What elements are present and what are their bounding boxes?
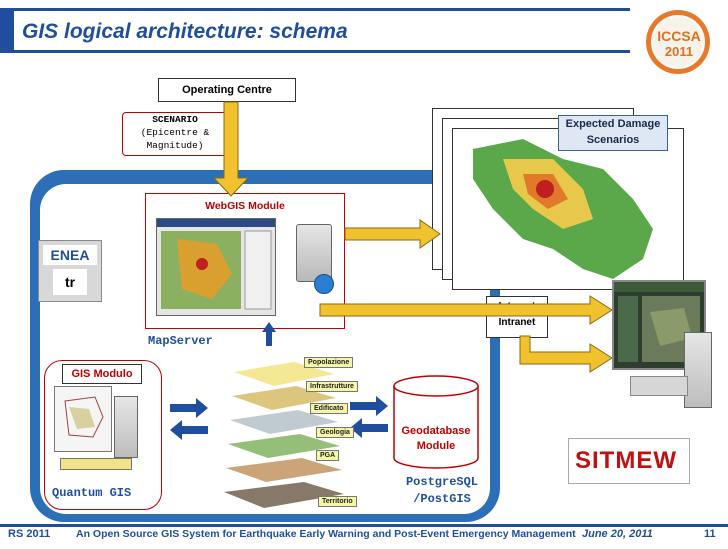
client-base <box>630 376 688 396</box>
server-icon <box>296 224 332 282</box>
geodatabase-cylinder: Geodatabase Module <box>392 374 480 470</box>
layer-infrastrutture: Infrastrutture <box>306 381 358 392</box>
arrow-up-mapserver <box>266 332 272 346</box>
arrow-down-operating <box>212 101 250 197</box>
iccsa-logo: ICCSA 2011 <box>630 6 720 80</box>
globe-icon <box>314 274 334 294</box>
logo-line2: 2011 <box>664 44 694 59</box>
arrow-left-db <box>350 418 388 438</box>
webgis-module-box: WebGIS Module <box>145 193 345 329</box>
arrow-left-layers <box>170 420 208 440</box>
keyboard-icon <box>60 458 132 470</box>
quantum-gis-label: Quantum GIS <box>52 486 132 500</box>
title-accent <box>0 10 14 50</box>
layer-pga: PGA <box>316 450 340 461</box>
scenario-line1: SCENARIO <box>152 114 198 125</box>
sitmew-logo: SITMEW <box>568 438 690 484</box>
layer-geologia: Geologia <box>316 427 354 438</box>
expected-damage-line2: Scenarios <box>586 134 640 146</box>
arrow-right-client2 <box>519 335 613 373</box>
logo-line1: ICCSA <box>657 28 701 44</box>
internet-line2: Intranet <box>498 317 536 328</box>
expected-damage-line1: Expected Damage <box>565 118 661 130</box>
webgis-module-label: WebGIS Module <box>205 200 285 212</box>
arrow-right-db <box>350 396 388 416</box>
operating-centre-box: Operating Centre <box>158 78 296 102</box>
arrow-right-client <box>319 295 613 325</box>
postgresql-label: PostgreSQL /PostGIS <box>392 474 492 508</box>
scenario-line3: Magnitude) <box>146 140 204 151</box>
client-tower-icon <box>684 332 712 408</box>
footer-date: June 20, 2011 <box>582 528 653 540</box>
webgis-screenshot <box>156 218 276 316</box>
gis-modulo-label: GIS Modulo <box>62 364 142 384</box>
enea-logo-text: ENEA <box>43 245 97 265</box>
footer-page: 11 <box>704 528 716 540</box>
geodatabase-label: Geodatabase Module <box>392 424 480 454</box>
enea-logo: ENEA tr <box>38 240 102 302</box>
sitmew-logo-text: SITMEW <box>575 447 677 474</box>
page-title: GIS logical architecture: schema <box>22 20 348 43</box>
footer-center: An Open Source GIS System for Earthquake… <box>76 528 576 540</box>
enea-logo-mid: tr <box>53 269 87 295</box>
layer-territorio: Territorio <box>318 496 357 507</box>
title-underline <box>0 50 630 53</box>
postgresql-line2: /PostGIS <box>413 492 471 506</box>
desktop-tower-icon <box>114 396 138 458</box>
postgresql-line1: PostgreSQL <box>405 475 478 489</box>
arrow-right-layers <box>170 398 208 418</box>
footer-left: RS 2011 <box>8 528 51 540</box>
layer-popolazione: Popolazione <box>304 357 354 368</box>
geodatabase-line1: Geodatabase <box>401 425 471 437</box>
expected-damage-label: Expected Damage Scenarios <box>558 115 668 151</box>
damage-map-front <box>452 128 684 290</box>
mapserver-label: MapServer <box>148 334 213 348</box>
footer-bar <box>0 524 728 549</box>
client-monitor <box>612 280 706 370</box>
arrow-right-maps <box>344 219 441 249</box>
layer-stack <box>214 352 346 512</box>
scenario-line2: (Epicentre & <box>140 127 210 138</box>
top-rule <box>0 8 630 11</box>
scenario-box: SCENARIO (Epicentre & Magnitude) <box>122 112 228 156</box>
layer-edificato: Edificato <box>310 403 348 414</box>
geodatabase-line2: Module <box>416 440 456 452</box>
arrow-up-head <box>262 322 276 332</box>
qgis-screenshot <box>54 386 112 452</box>
